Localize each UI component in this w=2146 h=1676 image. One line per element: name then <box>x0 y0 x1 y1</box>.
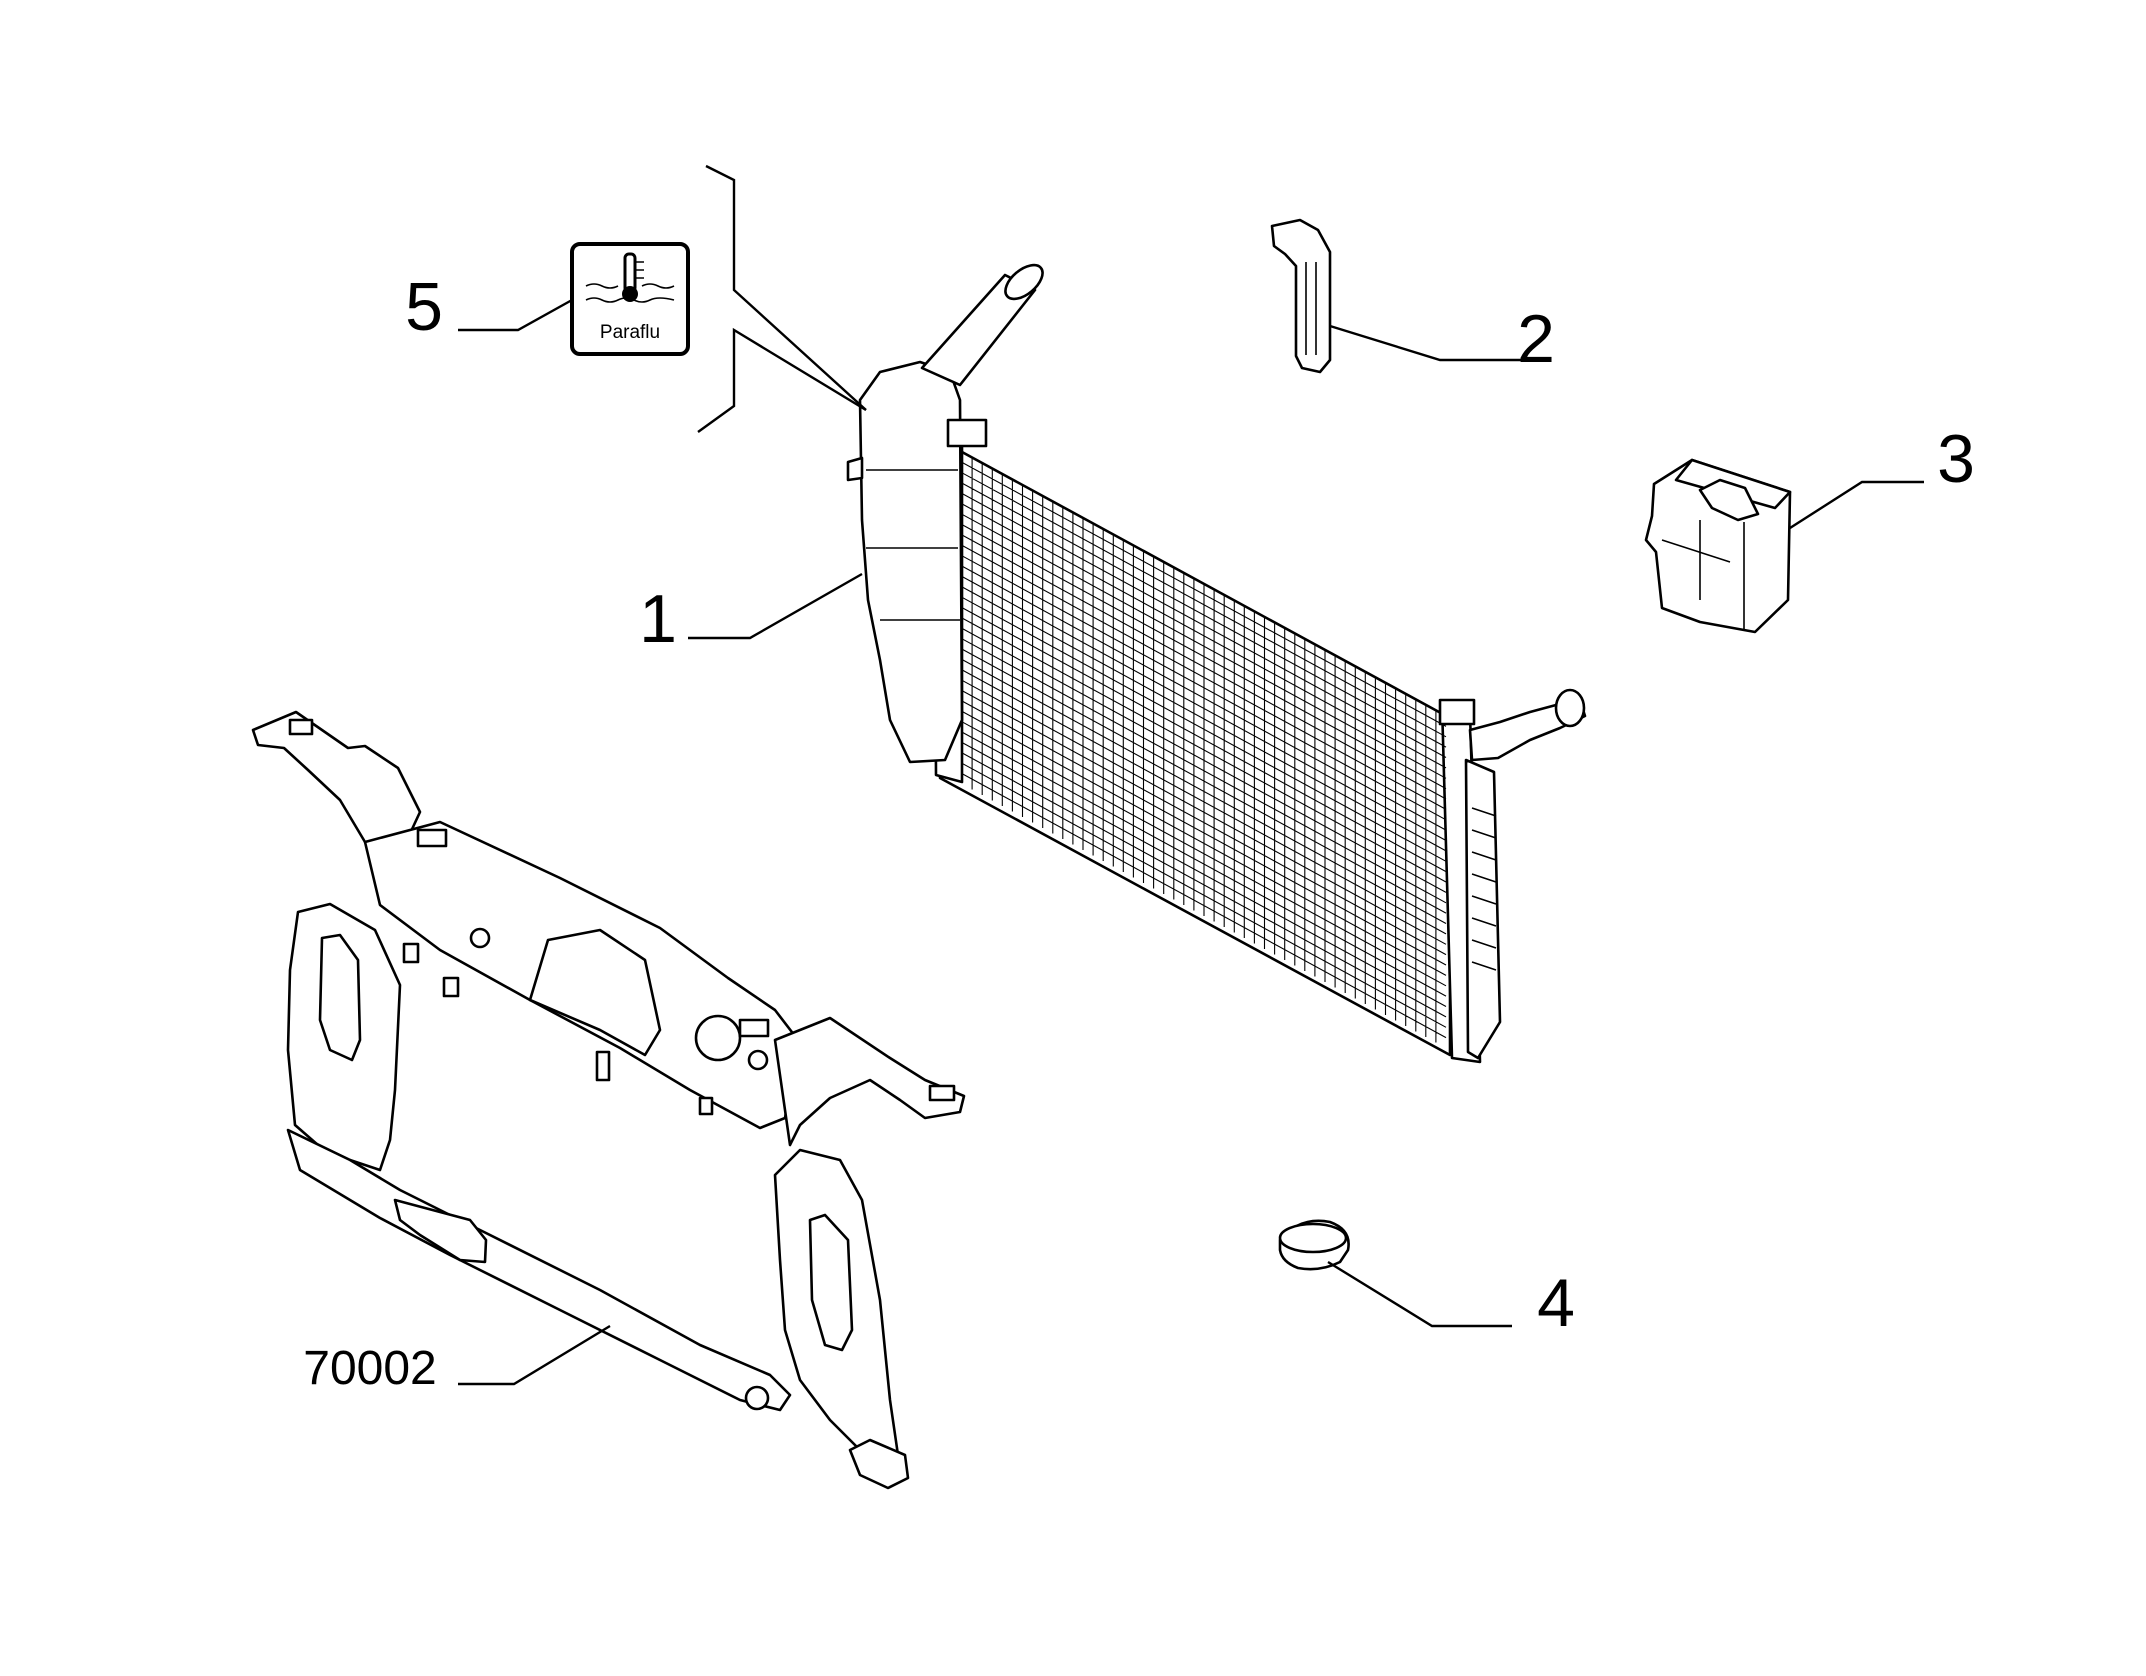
radiator-core-mesh <box>961 457 1447 1043</box>
callout-4: 4 <box>1537 1265 1575 1341</box>
callout-70002: 70002 <box>303 1342 436 1395</box>
bracket <box>1270 218 1332 374</box>
callout-2: 2 <box>1517 301 1555 377</box>
plug-cap <box>1278 1219 1350 1271</box>
callout-3: 3 <box>1937 421 1975 497</box>
symbol-label: Paraflu <box>600 322 660 343</box>
coolant-symbol: Paraflu <box>570 242 690 356</box>
radiator-core-grid <box>961 457 1447 1043</box>
radiator-with-expansion-tank <box>846 263 1587 1064</box>
thermometer-coolant-icon <box>585 252 675 303</box>
leader-lines <box>458 164 1924 1386</box>
front-frame <box>251 710 966 1490</box>
callout-5: 5 <box>405 269 443 345</box>
mount-block <box>1644 458 1792 634</box>
callout-1: 1 <box>639 581 677 657</box>
